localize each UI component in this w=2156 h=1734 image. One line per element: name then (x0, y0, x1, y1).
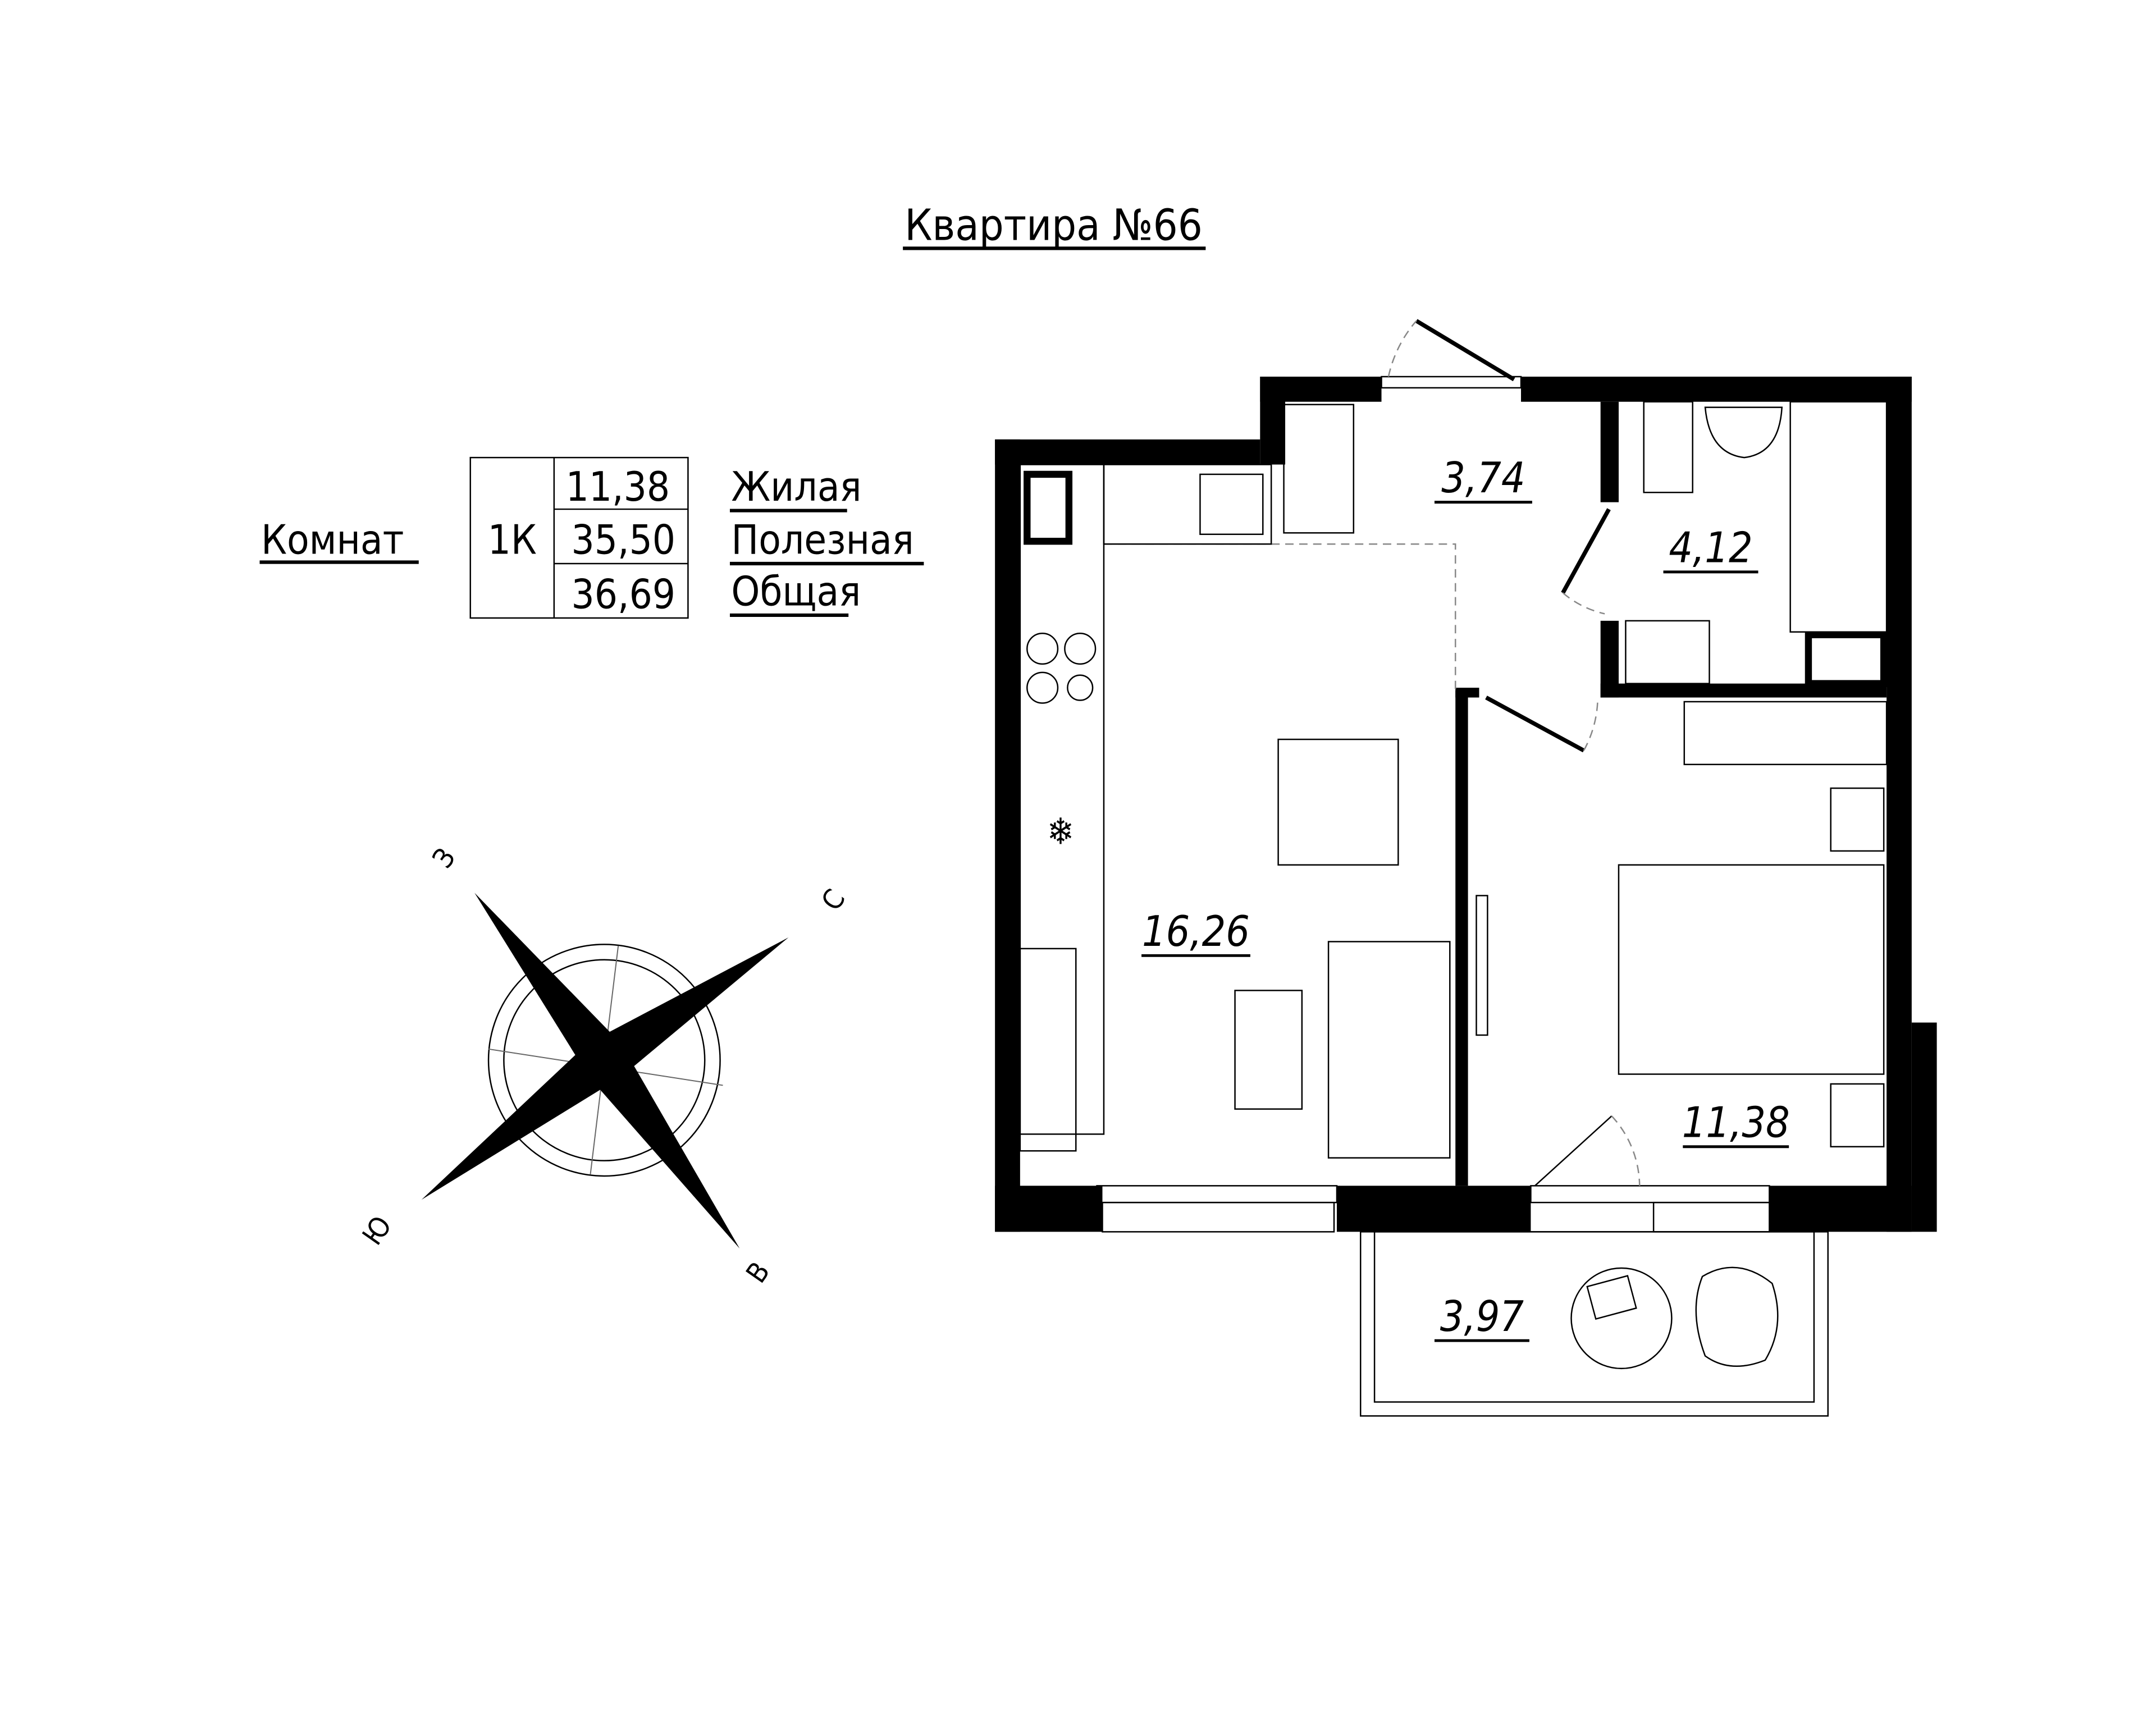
kitchen-furniture: ❄ (1019, 404, 1451, 1159)
sink (1704, 406, 1783, 459)
compass-rose-icon: З С Ю В (356, 842, 852, 1289)
living-area-value: 11,38 (566, 463, 670, 510)
wardrobe (1683, 701, 1888, 766)
dining-table (1277, 738, 1399, 866)
total-area-label: Общая (731, 568, 861, 615)
table-border (469, 456, 689, 619)
bed (1618, 864, 1885, 1075)
room-area-bathroom: 4,12 (1669, 524, 1752, 573)
rooms-value: 1К (488, 516, 537, 564)
room-labels: 3,74 4,12 16,26 11,38 3,97 (1141, 454, 1790, 1342)
summary-table: Комнат 1К 11,38 35,50 36,69 Жилая Полезн… (259, 456, 924, 619)
compass-north: С (815, 884, 851, 917)
tv (1476, 895, 1488, 1036)
coffee-table (1234, 990, 1303, 1110)
doors (1103, 319, 1641, 1187)
washing-machine (1625, 620, 1710, 684)
sofa (1327, 941, 1451, 1159)
total-area-value: 36,69 (572, 571, 675, 618)
compass-south: Ю (356, 1210, 398, 1251)
bathtub (1789, 401, 1888, 633)
compass-east: В (739, 1256, 776, 1288)
wardrobe (1283, 404, 1355, 534)
page-title: Квартира №66 (905, 200, 1203, 250)
room-area-bedroom: 11,38 (1682, 1098, 1790, 1147)
living-area-label: Жилая (731, 463, 861, 510)
snowflake-icon: ❄ (1047, 811, 1075, 853)
toilet (1643, 401, 1693, 493)
rooms-label: Комнат (261, 516, 404, 564)
useful-area-value: 35,50 (572, 516, 675, 564)
room-area-hallway: 3,74 (1441, 454, 1525, 502)
balcony (1359, 1231, 1829, 1417)
walls (995, 376, 1937, 1232)
useful-area-label: Полезная (731, 516, 913, 564)
nightstand (1830, 787, 1885, 852)
compass-west: З (426, 842, 462, 874)
room-area-balcony: 3,97 (1440, 1292, 1524, 1341)
tv-stand (1019, 948, 1077, 1152)
nightstand (1830, 1083, 1885, 1148)
windows (1096, 376, 1770, 1233)
bedroom-furniture (1476, 401, 1888, 1148)
room-area-kitchen-living: 16,26 (1142, 907, 1250, 956)
